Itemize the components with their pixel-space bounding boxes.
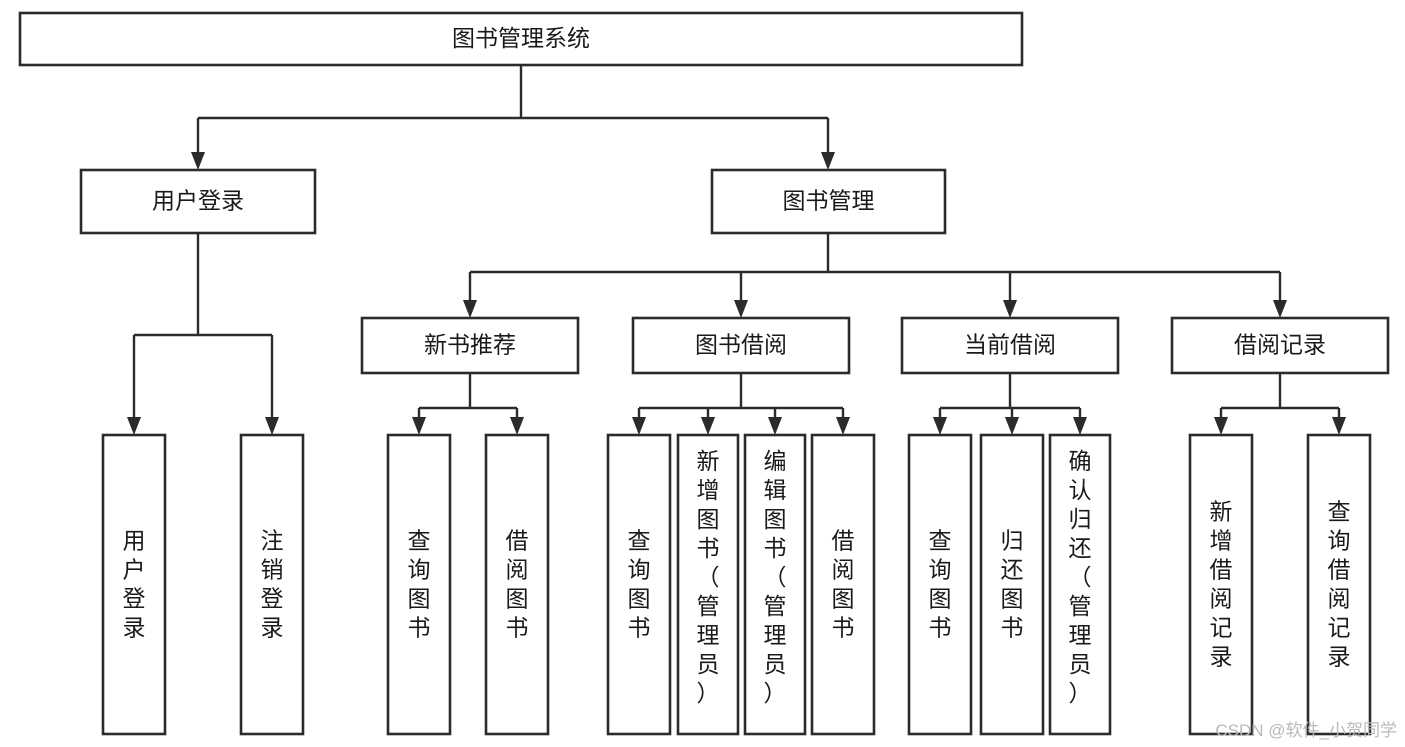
node-box [484, 433, 550, 736]
node-label: 查询图书 [628, 528, 651, 641]
node-leaf-query-record[interactable]: 查询借阅记录 [1306, 433, 1372, 736]
node-leaf-borrow-book-1[interactable]: 借阅图书 [484, 433, 550, 736]
node-layer: 图书管理系统用户登录图书管理新书推荐图书借阅当前借阅借阅记录用户登录注销登录查询… [18, 11, 1390, 736]
node-label: 图书管理系统 [452, 25, 590, 51]
node-label: 借阅图书 [832, 528, 855, 641]
node-leaf-borrow-book-2[interactable]: 借阅图书 [810, 433, 876, 736]
node-label: 借阅图书 [506, 528, 529, 641]
node-leaf-confirm-return[interactable]: 确认归还（管理员） [1048, 433, 1112, 736]
node-user-login[interactable]: 用户登录 [79, 168, 317, 235]
node-label: 用户登录 [152, 188, 244, 214]
node-box [101, 433, 167, 736]
node-box [900, 316, 1120, 375]
node-leaf-query-book-3[interactable]: 查询图书 [907, 433, 973, 736]
node-box [606, 433, 672, 736]
node-leaf-edit-book[interactable]: 编辑图书（管理员） [743, 433, 807, 736]
node-new-book-recommend[interactable]: 新书推荐 [360, 316, 580, 375]
connector-root-to-level1 [191, 65, 835, 170]
node-box [810, 433, 876, 736]
node-label: 查询图书 [408, 528, 431, 641]
node-label: 编辑图书（管理员） [764, 448, 787, 706]
node-root[interactable]: 图书管理系统 [18, 11, 1024, 67]
connector-book-manage-to-level2 [463, 233, 1287, 318]
node-box [18, 11, 1024, 67]
node-box [743, 433, 807, 736]
node-leaf-return-book[interactable]: 归还图书 [979, 433, 1045, 736]
node-box [1306, 433, 1372, 736]
node-label: 用户登录 [123, 528, 146, 641]
node-box [710, 168, 947, 235]
node-label: 新增图书（管理员） [697, 448, 720, 706]
node-label: 图书借阅 [695, 332, 787, 358]
node-label: 注销登录 [261, 528, 284, 641]
node-book-manage[interactable]: 图书管理 [710, 168, 947, 235]
node-box [386, 433, 452, 736]
node-box [631, 316, 851, 375]
node-label: 新增借阅记录 [1210, 499, 1233, 670]
node-box [676, 433, 740, 736]
node-label: 确认归还（管理员） [1069, 448, 1092, 706]
node-label: 图书管理 [783, 188, 875, 214]
node-leaf-user-login[interactable]: 用户登录 [101, 433, 167, 736]
node-leaf-logout[interactable]: 注销登录 [239, 433, 305, 736]
connector-book-borrow-to-leaves [632, 373, 850, 435]
node-label: 查询借阅记录 [1328, 499, 1351, 670]
node-current-borrow[interactable]: 当前借阅 [900, 316, 1120, 375]
connector-new-book-recommend-to-leaves [412, 373, 524, 435]
node-borrow-record[interactable]: 借阅记录 [1170, 316, 1390, 375]
connector-user-login-to-leaves [127, 233, 279, 435]
node-box [979, 433, 1045, 736]
connector-layer [127, 65, 1346, 435]
node-label: 新书推荐 [424, 332, 516, 358]
node-leaf-add-book[interactable]: 新增图书（管理员） [676, 433, 740, 736]
csdn-watermark: CSDN @软件_小贺同学 [1215, 721, 1397, 740]
node-label: 查询图书 [929, 528, 952, 641]
node-box [1048, 433, 1112, 736]
node-box [79, 168, 317, 235]
node-book-borrow[interactable]: 图书借阅 [631, 316, 851, 375]
node-box [1188, 433, 1254, 736]
node-leaf-add-record[interactable]: 新增借阅记录 [1188, 433, 1254, 736]
node-leaf-query-book-1[interactable]: 查询图书 [386, 433, 452, 736]
connector-borrow-record-to-leaves [1214, 373, 1346, 435]
node-box [239, 433, 305, 736]
node-label: 归还图书 [1001, 528, 1024, 641]
node-leaf-query-book-2[interactable]: 查询图书 [606, 433, 672, 736]
node-box [360, 316, 580, 375]
connector-current-borrow-to-leaves [933, 373, 1087, 435]
node-box [907, 433, 973, 736]
node-label: 当前借阅 [964, 332, 1056, 358]
node-box [1170, 316, 1390, 375]
node-label: 借阅记录 [1234, 332, 1326, 358]
